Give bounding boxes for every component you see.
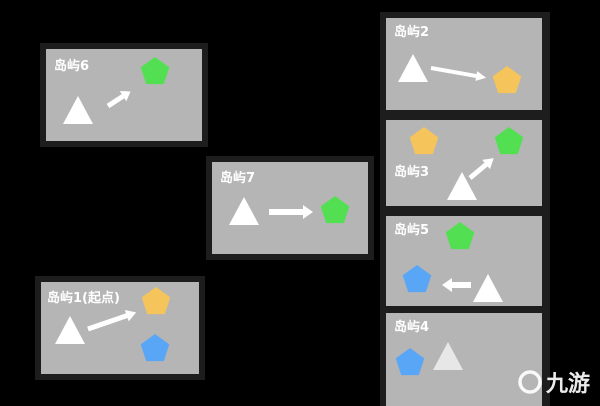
island-6-label: 岛屿6 — [54, 58, 89, 74]
island-4-label: 岛屿4 — [394, 319, 429, 335]
arrow-icon — [87, 309, 137, 332]
island-5[interactable]: 岛屿5 — [386, 216, 542, 306]
island-6[interactable]: 岛屿6 — [40, 43, 208, 147]
arrow-icon — [468, 158, 494, 180]
island-1-start[interactable]: 岛屿1(起点) — [35, 276, 205, 380]
island-2[interactable]: 岛屿2 — [386, 18, 542, 110]
island-4[interactable]: 岛屿4 — [386, 313, 542, 406]
jiuyou-logo-icon — [518, 370, 542, 394]
island-7-label: 岛屿7 — [220, 170, 255, 186]
arrow-icon — [269, 205, 313, 219]
island-5-label: 岛屿5 — [394, 222, 429, 238]
watermark-text: 九游 — [545, 371, 590, 397]
arrow-icon — [430, 66, 487, 81]
watermark: 九游 — [518, 370, 590, 397]
island-3[interactable]: 岛屿3 — [386, 120, 542, 206]
island-1-label: 岛屿1(起点) — [47, 290, 120, 306]
arrow-icon — [106, 91, 131, 109]
island-2-label: 岛屿2 — [394, 24, 429, 40]
arrow-icon — [442, 278, 471, 292]
island-3-label: 岛屿3 — [394, 164, 429, 180]
island-7[interactable]: 岛屿7 — [206, 156, 374, 260]
